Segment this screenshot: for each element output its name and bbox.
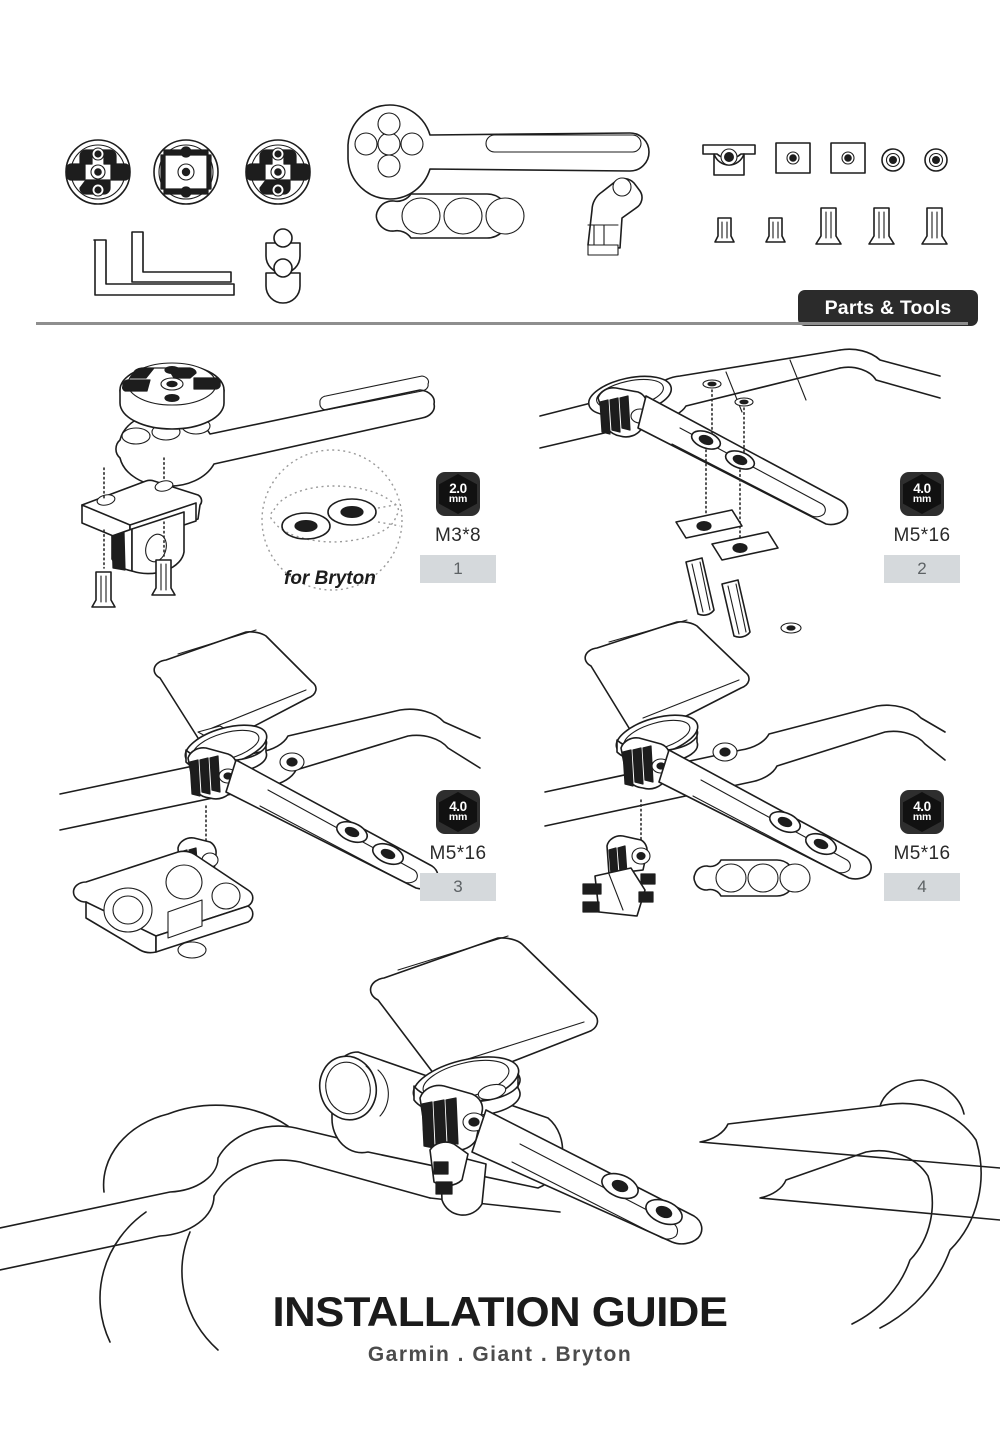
step1-alignment-guides (103, 457, 165, 569)
part-bolt-m5-16-a (815, 207, 842, 245)
step4-mount-arm (658, 742, 872, 880)
step-3-tool-size: 4.0 (449, 798, 467, 814)
step-4-illustration (544, 619, 946, 920)
step4-front-light (582, 835, 656, 917)
step2-bolt-a (685, 557, 715, 616)
part-bryton-mount-puck (245, 139, 311, 205)
section-divider (36, 322, 968, 325)
step-3-number: 3 (420, 873, 496, 901)
step-1-meta: 2.0 mm M3*8 1 (404, 472, 512, 583)
step-2-tool-unit: mm (912, 493, 932, 506)
step2-bolt-b (721, 579, 751, 638)
step1-mount-puck (119, 362, 225, 430)
step3-mount-arm (225, 752, 439, 890)
step2-backing-plate-b (711, 531, 779, 561)
part-hex-key-small (131, 231, 232, 283)
step-2-screw-spec: M5*16 (893, 525, 951, 546)
step-1-bryton-note: for Bryton (284, 568, 376, 589)
step-3-illustration (59, 620, 481, 959)
part-bolt-m3-8-b (765, 217, 786, 243)
part-square-backing-plate-a (775, 142, 811, 174)
step-4-meta: 4.0 mm M5*16 4 (868, 790, 976, 901)
part-garmin-mount-puck (65, 139, 131, 205)
step-3-tool-unit: mm (448, 811, 468, 824)
step1-under-bracket (81, 479, 203, 575)
step4-gopro-fingers-upper (620, 737, 671, 790)
step-1-tool-size: 2.0 (449, 480, 467, 496)
step-1-illustration (60, 340, 480, 620)
part-three-hole-accessory-plate (375, 193, 525, 239)
step-2-number: 2 (884, 555, 960, 583)
footer: INSTALLATION GUIDE Garmin . Giant . Bryt… (0, 1288, 1000, 1367)
parts-and-tools-tray (0, 0, 1000, 304)
part-under-mount-bracket (702, 144, 756, 176)
step4-three-hole-accessory-plate (693, 859, 811, 897)
step-2-illustration (539, 340, 941, 640)
part-out-front-mount-arm (347, 104, 650, 200)
step-3-tool-badge: 4.0 mm (436, 790, 480, 834)
part-bolt-m5-16-c (921, 207, 948, 245)
part-washer-a (881, 148, 905, 172)
step-2-tool-badge: 4.0 mm (900, 472, 944, 516)
step-1-number: 1 (420, 555, 496, 583)
step3-action-camera (72, 850, 254, 959)
page-title: INSTALLATION GUIDE (272, 1288, 728, 1335)
final-assembly-illustration (0, 930, 1000, 1351)
step1-bryton-detail-callout (261, 449, 403, 591)
part-washer-b (924, 148, 948, 172)
step-1-tool-unit: mm (448, 493, 468, 506)
step-3-meta: 4.0 mm M5*16 3 (404, 790, 512, 901)
part-square-backing-plate-b (830, 142, 866, 174)
step-4-number: 4 (884, 873, 960, 901)
page-subtitle: Garmin . Giant . Bryton (367, 1343, 633, 1366)
step1-bolt-b (151, 559, 176, 596)
step-2-meta: 4.0 mm M5*16 2 (868, 472, 976, 583)
step2-backing-plate-a (675, 509, 743, 539)
part-bolt-m3-8-a (714, 217, 735, 243)
step1-bolt-a (91, 571, 116, 608)
final-gopro-clamp (419, 1084, 486, 1195)
parts-and-tools-banner: Parts & Tools (798, 290, 978, 326)
step-4-tool-size: 4.0 (913, 798, 931, 814)
final-mount-arm (471, 1109, 703, 1245)
step-1-screw-spec: M3*8 (435, 525, 481, 546)
step-2-tool-size: 4.0 (913, 480, 931, 496)
part-giant-mount-puck (153, 139, 219, 205)
step-1-tool-badge: 2.0 mm (436, 472, 480, 516)
part-rubber-shim-b (265, 258, 301, 304)
parts-and-tools-label: Parts & Tools (824, 296, 952, 319)
step-4-tool-unit: mm (912, 811, 932, 824)
part-bolt-m5-16-b (868, 207, 895, 245)
step-3-screw-spec: M5*16 (429, 843, 487, 864)
step-4-screw-spec: M5*16 (893, 843, 951, 864)
part-gopro-adapter-bracket (587, 177, 643, 256)
step-4-tool-badge: 4.0 mm (900, 790, 944, 834)
part-hex-key-large (93, 239, 235, 296)
